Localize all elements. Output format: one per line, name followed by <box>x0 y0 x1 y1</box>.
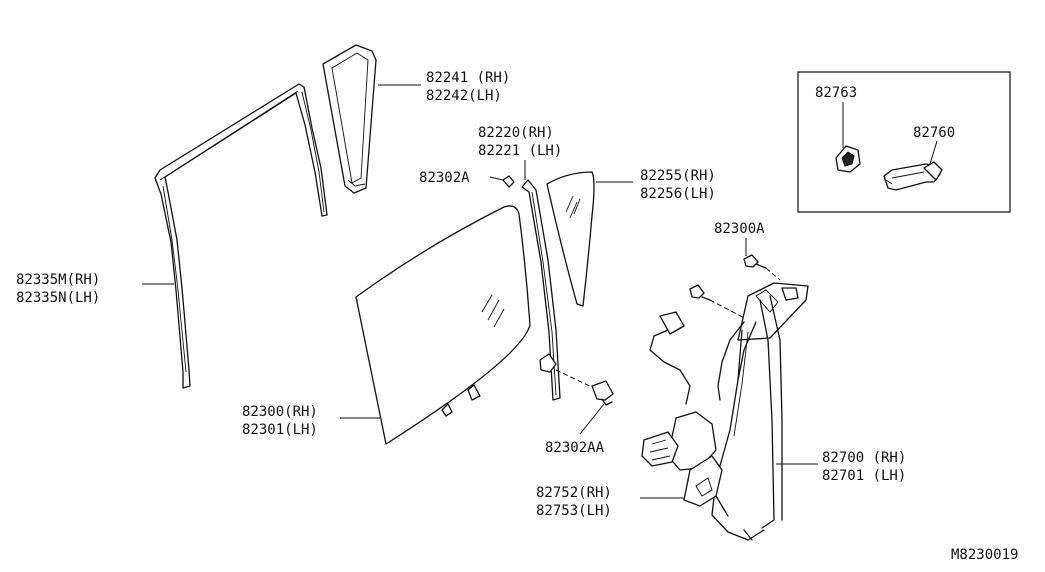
quarter-glass <box>546 171 595 307</box>
label-82753: 82753(LH) <box>536 503 612 519</box>
label-82301: 82301(LH) <box>242 422 318 438</box>
part-labels: 82241 (RH) 82242(LH) 82220(RH) 82221 (LH… <box>16 70 1018 563</box>
label-82300A: 82300A <box>714 221 765 237</box>
label-82302A: 82302A <box>419 170 470 186</box>
label-82700: 82700 (RH) <box>822 450 906 466</box>
label-82752: 82752(RH) <box>536 485 612 501</box>
leader-lines <box>142 84 938 499</box>
label-82335M: 82335M(RH) <box>16 272 100 288</box>
label-82300: 82300(RH) <box>242 404 318 420</box>
bolt-82300A <box>689 254 781 323</box>
corner-glass <box>322 44 377 194</box>
bolt-82302AA <box>555 369 614 406</box>
label-82763: 82763 <box>815 85 857 101</box>
label-82701: 82701 (LH) <box>822 468 906 484</box>
label-82220: 82220(RH) <box>478 125 554 141</box>
diagram-id: M8230019 <box>951 547 1018 563</box>
handle-escutcheon <box>835 145 861 173</box>
division-channel <box>521 179 561 401</box>
clip-82302A <box>502 175 515 188</box>
label-82302AA: 82302AA <box>545 440 605 456</box>
label-82255: 82255(RH) <box>640 168 716 184</box>
window-regulator <box>641 282 809 541</box>
door-glass <box>355 205 531 445</box>
label-82241: 82241 (RH) <box>426 70 510 86</box>
glass-run-weatherstrip <box>154 83 328 389</box>
label-82335N: 82335N(LH) <box>16 290 100 306</box>
regulator-handle <box>883 161 943 191</box>
label-82242: 82242(LH) <box>426 88 502 104</box>
label-82256: 82256(LH) <box>640 186 716 202</box>
label-82221: 82221 (LH) <box>478 143 562 159</box>
label-82760: 82760 <box>913 125 955 141</box>
inset-box <box>797 71 1011 213</box>
